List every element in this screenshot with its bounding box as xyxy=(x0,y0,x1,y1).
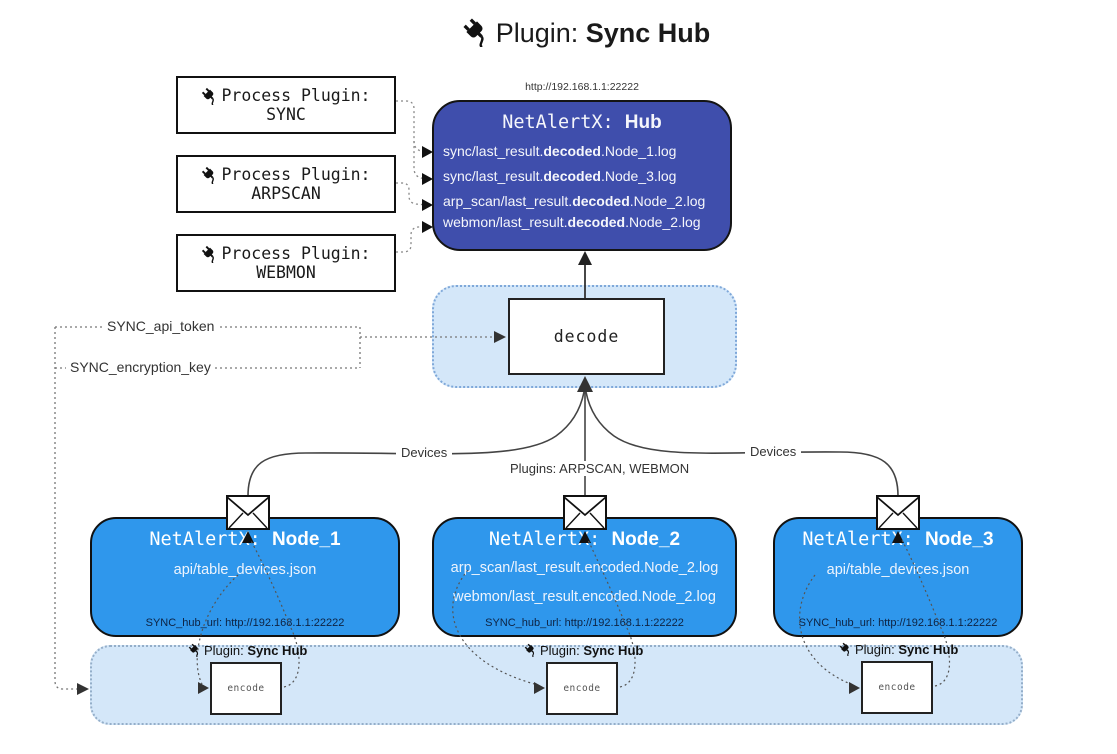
encode-box-2: encode xyxy=(546,662,618,715)
hub-title: NetAlertX: Hub xyxy=(502,112,662,133)
plug-icon xyxy=(201,166,219,184)
process-plugin-sync-box: Process Plugin: SYNC xyxy=(176,76,396,134)
node-file-line: arp_scan/last_result.encoded.Node_2.log xyxy=(450,560,719,576)
process-plugin-arpscan-box: Process Plugin: ARPSCAN xyxy=(176,155,396,213)
hub-log-line: webmon/last_result.decoded.Node_2.log xyxy=(443,214,701,230)
plug-icon xyxy=(462,17,492,47)
encoder-plugin-label: Plugin: Sync Hub xyxy=(839,642,958,657)
hub-box: NetAlertX: Hub sync/last_result.decoded.… xyxy=(432,100,732,251)
node-title: NetAlertX: Node_2 xyxy=(488,529,681,550)
hub-log-line: sync/last_result.decoded.Node_3.log xyxy=(443,168,677,184)
devices-left-label: Devices xyxy=(396,445,453,460)
plug-icon xyxy=(188,643,202,657)
node-file-line: api/table_devices.json xyxy=(826,562,970,578)
plugins-center-label: Plugins: ARPSCAN, WEBMON xyxy=(505,461,695,476)
process-to-hub-wires xyxy=(396,100,428,253)
node-file-line: webmon/last_result.encoded.Node_2.log xyxy=(453,589,716,605)
encoder-plugin-label: Plugin: Sync Hub xyxy=(188,643,307,658)
hub-log-line: arp_scan/last_result.decoded.Node_2.log xyxy=(443,193,706,209)
title-name: Sync Hub xyxy=(585,18,711,48)
node-hub-url: SYNC_hub_url: http://192.168.1.1:22222 xyxy=(145,617,345,629)
plug-icon xyxy=(524,643,538,657)
node-hub-url: SYNC_hub_url: http://192.168.1.1:22222 xyxy=(798,617,998,629)
encoder-plugin-label: Plugin: Sync Hub xyxy=(524,643,643,658)
process-plugin-name: WEBMON xyxy=(256,263,316,282)
plug-icon xyxy=(839,642,853,656)
process-plugin-label: Process Plugin: xyxy=(221,86,371,105)
sync-api-token-label: SYNC_api_token xyxy=(103,318,219,334)
plug-icon xyxy=(201,87,219,105)
process-plugin-name: ARPSCAN xyxy=(251,184,321,203)
process-plugin-name: SYNC xyxy=(266,105,306,124)
decode-box: decode xyxy=(508,298,665,375)
bar-entry-arrow xyxy=(77,683,89,695)
process-plugin-webmon-box: Process Plugin: WEBMON xyxy=(176,234,396,292)
node-title: NetAlertX: Node_3 xyxy=(802,529,994,550)
encode-box-3: encode xyxy=(861,661,933,714)
node-2-box: NetAlertX: Node_2 arp_scan/last_result.e… xyxy=(432,517,737,637)
hub-log-list: sync/last_result.decoded.Node_1.log sync… xyxy=(443,141,730,232)
node-3-box: NetAlertX: Node_3 api/table_devices.json… xyxy=(773,517,1023,637)
sync-encryption-key-label: SYNC_encryption_key xyxy=(66,359,215,375)
hub-url-label: http://192.168.1.1:22222 xyxy=(525,81,639,93)
node-file-line: api/table_devices.json xyxy=(173,562,317,578)
node-title: NetAlertX: Node_1 xyxy=(149,529,341,550)
hub-log-line: sync/last_result.decoded.Node_1.log xyxy=(443,143,677,159)
hub-bottom-arrow xyxy=(578,251,592,265)
node-1-box: NetAlertX: Node_1 api/table_devices.json… xyxy=(90,517,400,637)
encode-box-1: encode xyxy=(210,662,282,715)
node-hub-url: SYNC_hub_url: http://192.168.1.1:22222 xyxy=(485,617,684,629)
process-plugin-label: Process Plugin: xyxy=(221,165,371,184)
title-prefix: Plugin: xyxy=(495,18,586,48)
process-plugin-label: Process Plugin: xyxy=(221,244,371,263)
page-title: Plugin: Sync Hub xyxy=(0,17,1117,49)
plug-icon xyxy=(201,245,219,263)
devices-right-label: Devices xyxy=(745,444,802,459)
